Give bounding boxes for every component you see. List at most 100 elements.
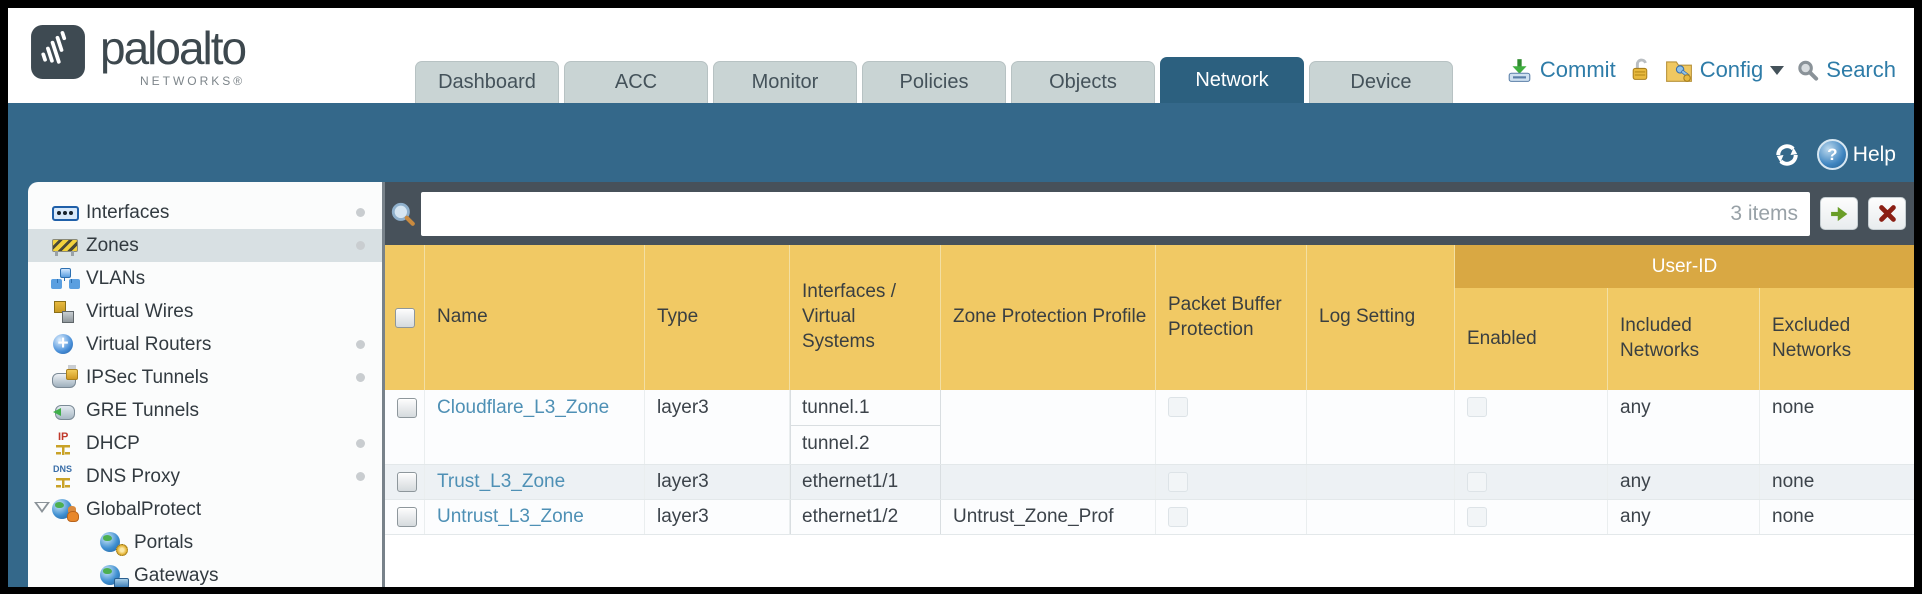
zone-name-link[interactable]: Untrust_L3_Zone xyxy=(437,506,584,527)
sidebar-item-label: DNS Proxy xyxy=(86,465,180,487)
select-all-checkbox-cell xyxy=(385,245,425,390)
dhcp-icon xyxy=(52,431,78,455)
page: paloalto NETWORKS® Dashboard ACC Monitor… xyxy=(8,8,1914,587)
sidebar-item-interfaces[interactable]: Interfaces xyxy=(28,196,382,229)
config-icon xyxy=(1665,61,1692,82)
zone-name-link[interactable]: Cloudflare_L3_Zone xyxy=(437,397,610,418)
user-id-enabled-checkbox[interactable] xyxy=(1467,507,1487,527)
apply-filter-button[interactable] xyxy=(1820,197,1858,230)
table-row: Trust_L3_Zone layer3 ethernet1/1 any non… xyxy=(385,465,1914,500)
packet-buffer-protection-checkbox[interactable] xyxy=(1168,397,1188,417)
status-dot xyxy=(356,340,365,349)
search-icon xyxy=(1798,60,1819,81)
sidebar-item-ipsec-tunnels[interactable]: IPSec Tunnels xyxy=(28,361,382,394)
close-icon xyxy=(1878,205,1896,222)
global-search-button[interactable]: Search xyxy=(1796,57,1896,83)
status-dot xyxy=(356,472,365,481)
tab-objects[interactable]: Objects xyxy=(1011,61,1155,103)
column-header-type[interactable]: Type xyxy=(645,245,790,390)
zone-name-link[interactable]: Trust_L3_Zone xyxy=(437,471,566,492)
row-checkbox[interactable] xyxy=(396,472,417,492)
zone-protection-profile xyxy=(941,465,1156,499)
interface-item: tunnel.2 xyxy=(802,433,870,454)
column-header-zone-protection-profile[interactable]: Zone Protection Profile xyxy=(941,245,1156,390)
sidebar-item-zones[interactable]: Zones xyxy=(28,229,382,262)
column-header-packet-buffer-protection[interactable]: Packet Buffer Protection xyxy=(1156,245,1307,390)
sidebar-item-vlans[interactable]: VLANs xyxy=(28,262,382,295)
status-dot xyxy=(356,208,365,217)
sidebar-item-label: IPSec Tunnels xyxy=(86,366,209,388)
sidebar-item-label: VLANs xyxy=(86,267,146,289)
tab-policies[interactable]: Policies xyxy=(862,61,1006,103)
green-arrow-icon xyxy=(1831,206,1848,221)
excluded-networks: none xyxy=(1772,397,1815,418)
sidebar-item-virtual-routers[interactable]: Virtual Routers xyxy=(28,328,382,361)
column-header-excluded-networks[interactable]: Excluded Networks xyxy=(1772,315,1852,361)
sidebar-item-label: Virtual Wires xyxy=(86,300,194,322)
tab-network[interactable]: Network xyxy=(1160,57,1304,103)
help-button[interactable]: ? Help xyxy=(1816,139,1896,170)
user-id-enabled-checkbox[interactable] xyxy=(1467,472,1487,492)
included-networks: any xyxy=(1608,465,1760,499)
help-icon: ? xyxy=(1816,139,1848,170)
zone-interfaces-cell: tunnel.1 tunnel.2 xyxy=(790,390,941,464)
unlock-icon[interactable] xyxy=(1628,57,1653,83)
status-dot xyxy=(356,241,365,250)
sidebar-item-portals[interactable]: Portals xyxy=(28,526,382,559)
column-header-name[interactable]: Name xyxy=(425,245,645,390)
packet-buffer-protection-checkbox[interactable] xyxy=(1168,472,1188,492)
search-label: Search xyxy=(1826,57,1896,82)
main-nav-tabs: Dashboard ACC Monitor Policies Objects N… xyxy=(415,57,1458,103)
packet-buffer-protection-checkbox[interactable] xyxy=(1168,507,1188,527)
config-label: Config xyxy=(1699,57,1764,82)
main-panel: 3 items Name xyxy=(382,182,1914,587)
status-dot xyxy=(356,373,365,382)
paloalto-logo-icon xyxy=(31,25,85,79)
excluded-networks: none xyxy=(1772,471,1815,492)
filter-search-icon xyxy=(391,202,415,226)
tab-monitor[interactable]: Monitor xyxy=(713,61,857,103)
interface-item: ethernet1/2 xyxy=(802,506,899,527)
interface-item: tunnel.1 xyxy=(791,390,940,426)
column-header-log-setting[interactable]: Log Setting xyxy=(1307,245,1455,390)
logo-text: paloalto NETWORKS® xyxy=(100,24,247,88)
tab-acc[interactable]: ACC xyxy=(564,61,708,103)
commit-button[interactable]: Commit xyxy=(1506,57,1616,83)
table-empty-space xyxy=(385,535,1914,587)
sidebar-region: Interfaces Zones VLANs Virtual Wires xyxy=(8,182,382,587)
virtual-wires-icon xyxy=(52,300,78,323)
select-all-checkbox[interactable] xyxy=(394,307,415,328)
column-header-interfaces[interactable]: Interfaces / Virtual Systems xyxy=(790,245,941,390)
tab-dashboard[interactable]: Dashboard xyxy=(415,61,559,103)
column-header-included-networks[interactable]: Included Networks xyxy=(1608,288,1760,390)
sidebar-item-gre-tunnels[interactable]: GRE Tunnels xyxy=(28,394,382,427)
sidebar-item-label: Zones xyxy=(86,234,139,256)
sidebar-item-gateways[interactable]: Gateways xyxy=(28,559,382,587)
zone-interfaces-cell: ethernet1/2 xyxy=(790,500,941,534)
row-checkbox[interactable] xyxy=(396,398,417,418)
user-id-column-group: User-ID Enabled Included Networks Exclud… xyxy=(1455,245,1914,390)
zones-icon xyxy=(52,235,78,257)
filter-toolbar: 3 items xyxy=(385,182,1914,245)
row-checkbox[interactable] xyxy=(396,507,417,527)
sidebar-item-dhcp[interactable]: DHCP xyxy=(28,427,382,460)
status-dot xyxy=(356,439,365,448)
clear-filter-button[interactable] xyxy=(1868,197,1906,230)
collapse-triangle-icon[interactable] xyxy=(34,502,50,521)
sidebar-item-label: GRE Tunnels xyxy=(86,399,199,421)
refresh-icon[interactable] xyxy=(1773,141,1801,169)
sidebar-item-label: Gateways xyxy=(134,564,219,586)
sidebar-item-label: Portals xyxy=(134,531,194,553)
zone-type: layer3 xyxy=(645,390,790,464)
column-header-enabled[interactable]: Enabled xyxy=(1455,288,1608,390)
sidebar-item-virtual-wires[interactable]: Virtual Wires xyxy=(28,295,382,328)
dns-proxy-icon xyxy=(52,464,78,488)
sidebar-item-dns-proxy[interactable]: DNS Proxy xyxy=(28,460,382,493)
tab-device[interactable]: Device xyxy=(1309,61,1453,103)
config-menu-button[interactable]: Config xyxy=(1665,57,1785,83)
filter-input[interactable] xyxy=(421,191,1810,236)
sidebar-item-globalprotect[interactable]: GlobalProtect xyxy=(28,493,382,526)
user-id-enabled-checkbox[interactable] xyxy=(1467,397,1487,417)
gre-tunnels-icon xyxy=(52,400,78,422)
